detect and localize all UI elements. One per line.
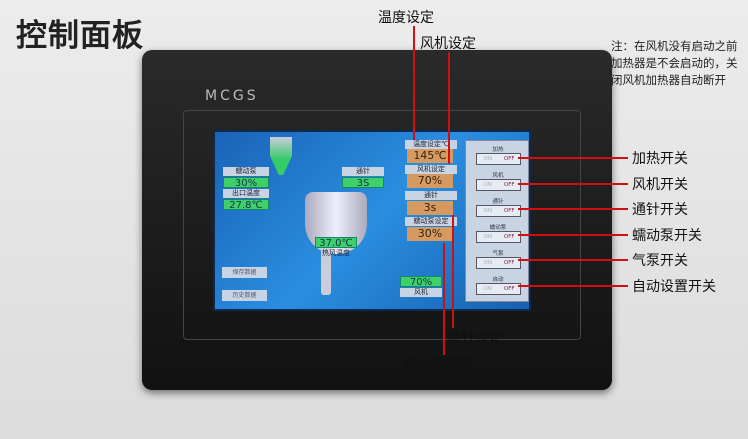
temp-setting-input[interactable]: 145℃	[407, 149, 453, 163]
fan-setting-input[interactable]: 70%	[407, 174, 453, 188]
callout-line	[448, 52, 450, 164]
needle-setting-label: 通针	[405, 191, 457, 200]
annotation-pump-switch: 蠕动泵开关	[632, 227, 702, 244]
annotation-temp-setting: 温度设定	[378, 10, 434, 26]
tower-temp-value: 37.0℃	[315, 237, 357, 249]
feed-hopper-graphic	[270, 137, 292, 175]
switch-on: ON	[483, 286, 492, 292]
save-data-button[interactable]: 保存数据	[222, 267, 267, 278]
annotation-air-pump-switch: 气泵开关	[632, 253, 688, 269]
callout-line	[413, 26, 415, 140]
switch-on: ON	[483, 182, 492, 188]
callout-line	[518, 182, 628, 185]
switch-air-pump[interactable]: ON OFF	[476, 257, 521, 269]
annotation-heater-switch: 加热开关	[632, 151, 688, 167]
pump-value: 30%	[223, 177, 269, 189]
switch-label-fan: 风机	[492, 173, 504, 179]
temp-setting-label: 温度设定℃	[405, 140, 457, 149]
switch-label-pump: 蠕动泵	[489, 225, 507, 231]
outlet-temp-label: 出口温度	[223, 189, 269, 198]
callout-line	[518, 208, 628, 210]
annotation-needle-switch: 通针开关	[632, 202, 688, 218]
switch-needle[interactable]: ON OFF	[476, 205, 521, 217]
fan-label: 风机	[400, 288, 442, 297]
pump-setting-input[interactable]: 30%	[407, 227, 453, 241]
needle-setting-input[interactable]: 3s	[407, 201, 453, 215]
switch-label-heater: 加热	[492, 147, 504, 153]
device-frame	[183, 110, 581, 340]
outlet-temp-value: 27.8℃	[223, 199, 269, 211]
callout-line	[518, 233, 628, 236]
switch-pump[interactable]: ON OFF	[476, 231, 521, 243]
callout-line	[452, 215, 454, 328]
cyclone-graphic	[321, 240, 331, 295]
pump-setting-label: 蠕动泵设定	[405, 217, 457, 226]
annotation-needle-setting: 通针设定	[447, 330, 503, 346]
history-data-button[interactable]: 历史数据	[222, 290, 267, 301]
tower-temp-label: 热风温度	[322, 249, 350, 257]
annotation-auto-switch: 自动设置开关	[632, 278, 716, 295]
switch-label-air-pump: 气泵	[492, 251, 504, 257]
switch-off: OFF	[503, 286, 515, 292]
switch-off: OFF	[503, 156, 515, 162]
switch-off: OFF	[503, 234, 515, 240]
pump-label: 蠕动泵	[223, 167, 269, 176]
callout-line	[518, 259, 628, 261]
fan-value: 70%	[400, 276, 442, 288]
callout-line	[518, 284, 628, 287]
switch-on: ON	[483, 260, 492, 266]
needle-value: 3S	[342, 177, 384, 189]
switch-fan[interactable]: ON OFF	[476, 179, 521, 191]
switch-label-needle: 通针	[492, 199, 504, 205]
hmi-screen: 蠕动泵 30% 出口温度 27.8℃ 通针 3S 37.0℃ 热风温度 保存数据…	[213, 130, 531, 311]
callout-line	[443, 243, 445, 355]
page-title: 控制面板	[16, 18, 144, 54]
switch-off: OFF	[503, 182, 515, 188]
switch-off: OFF	[503, 260, 515, 266]
switch-auto[interactable]: ON OFF	[476, 283, 521, 295]
switch-label-auto: 自动	[492, 277, 504, 283]
note-text: 注：在风机没有启动之前加热器是不会启动的，关闭风机加热器自动断开	[611, 39, 738, 87]
device-logo: MCGS	[205, 88, 259, 104]
switch-heater[interactable]: ON OFF	[476, 153, 521, 165]
switch-on: ON	[483, 234, 492, 240]
needle-label: 通针	[342, 167, 384, 176]
switch-on: ON	[483, 156, 492, 162]
annotation-fan-setting: 风机设定	[420, 36, 476, 52]
switch-off: OFF	[503, 208, 515, 214]
annotation-pump-setting: 蠕动泵设定	[402, 357, 472, 373]
switch-on: ON	[483, 208, 492, 214]
fan-setting-label: 风机设定	[405, 165, 457, 174]
annotation-fan-switch: 风机开关	[632, 176, 688, 193]
callout-line	[518, 157, 628, 159]
